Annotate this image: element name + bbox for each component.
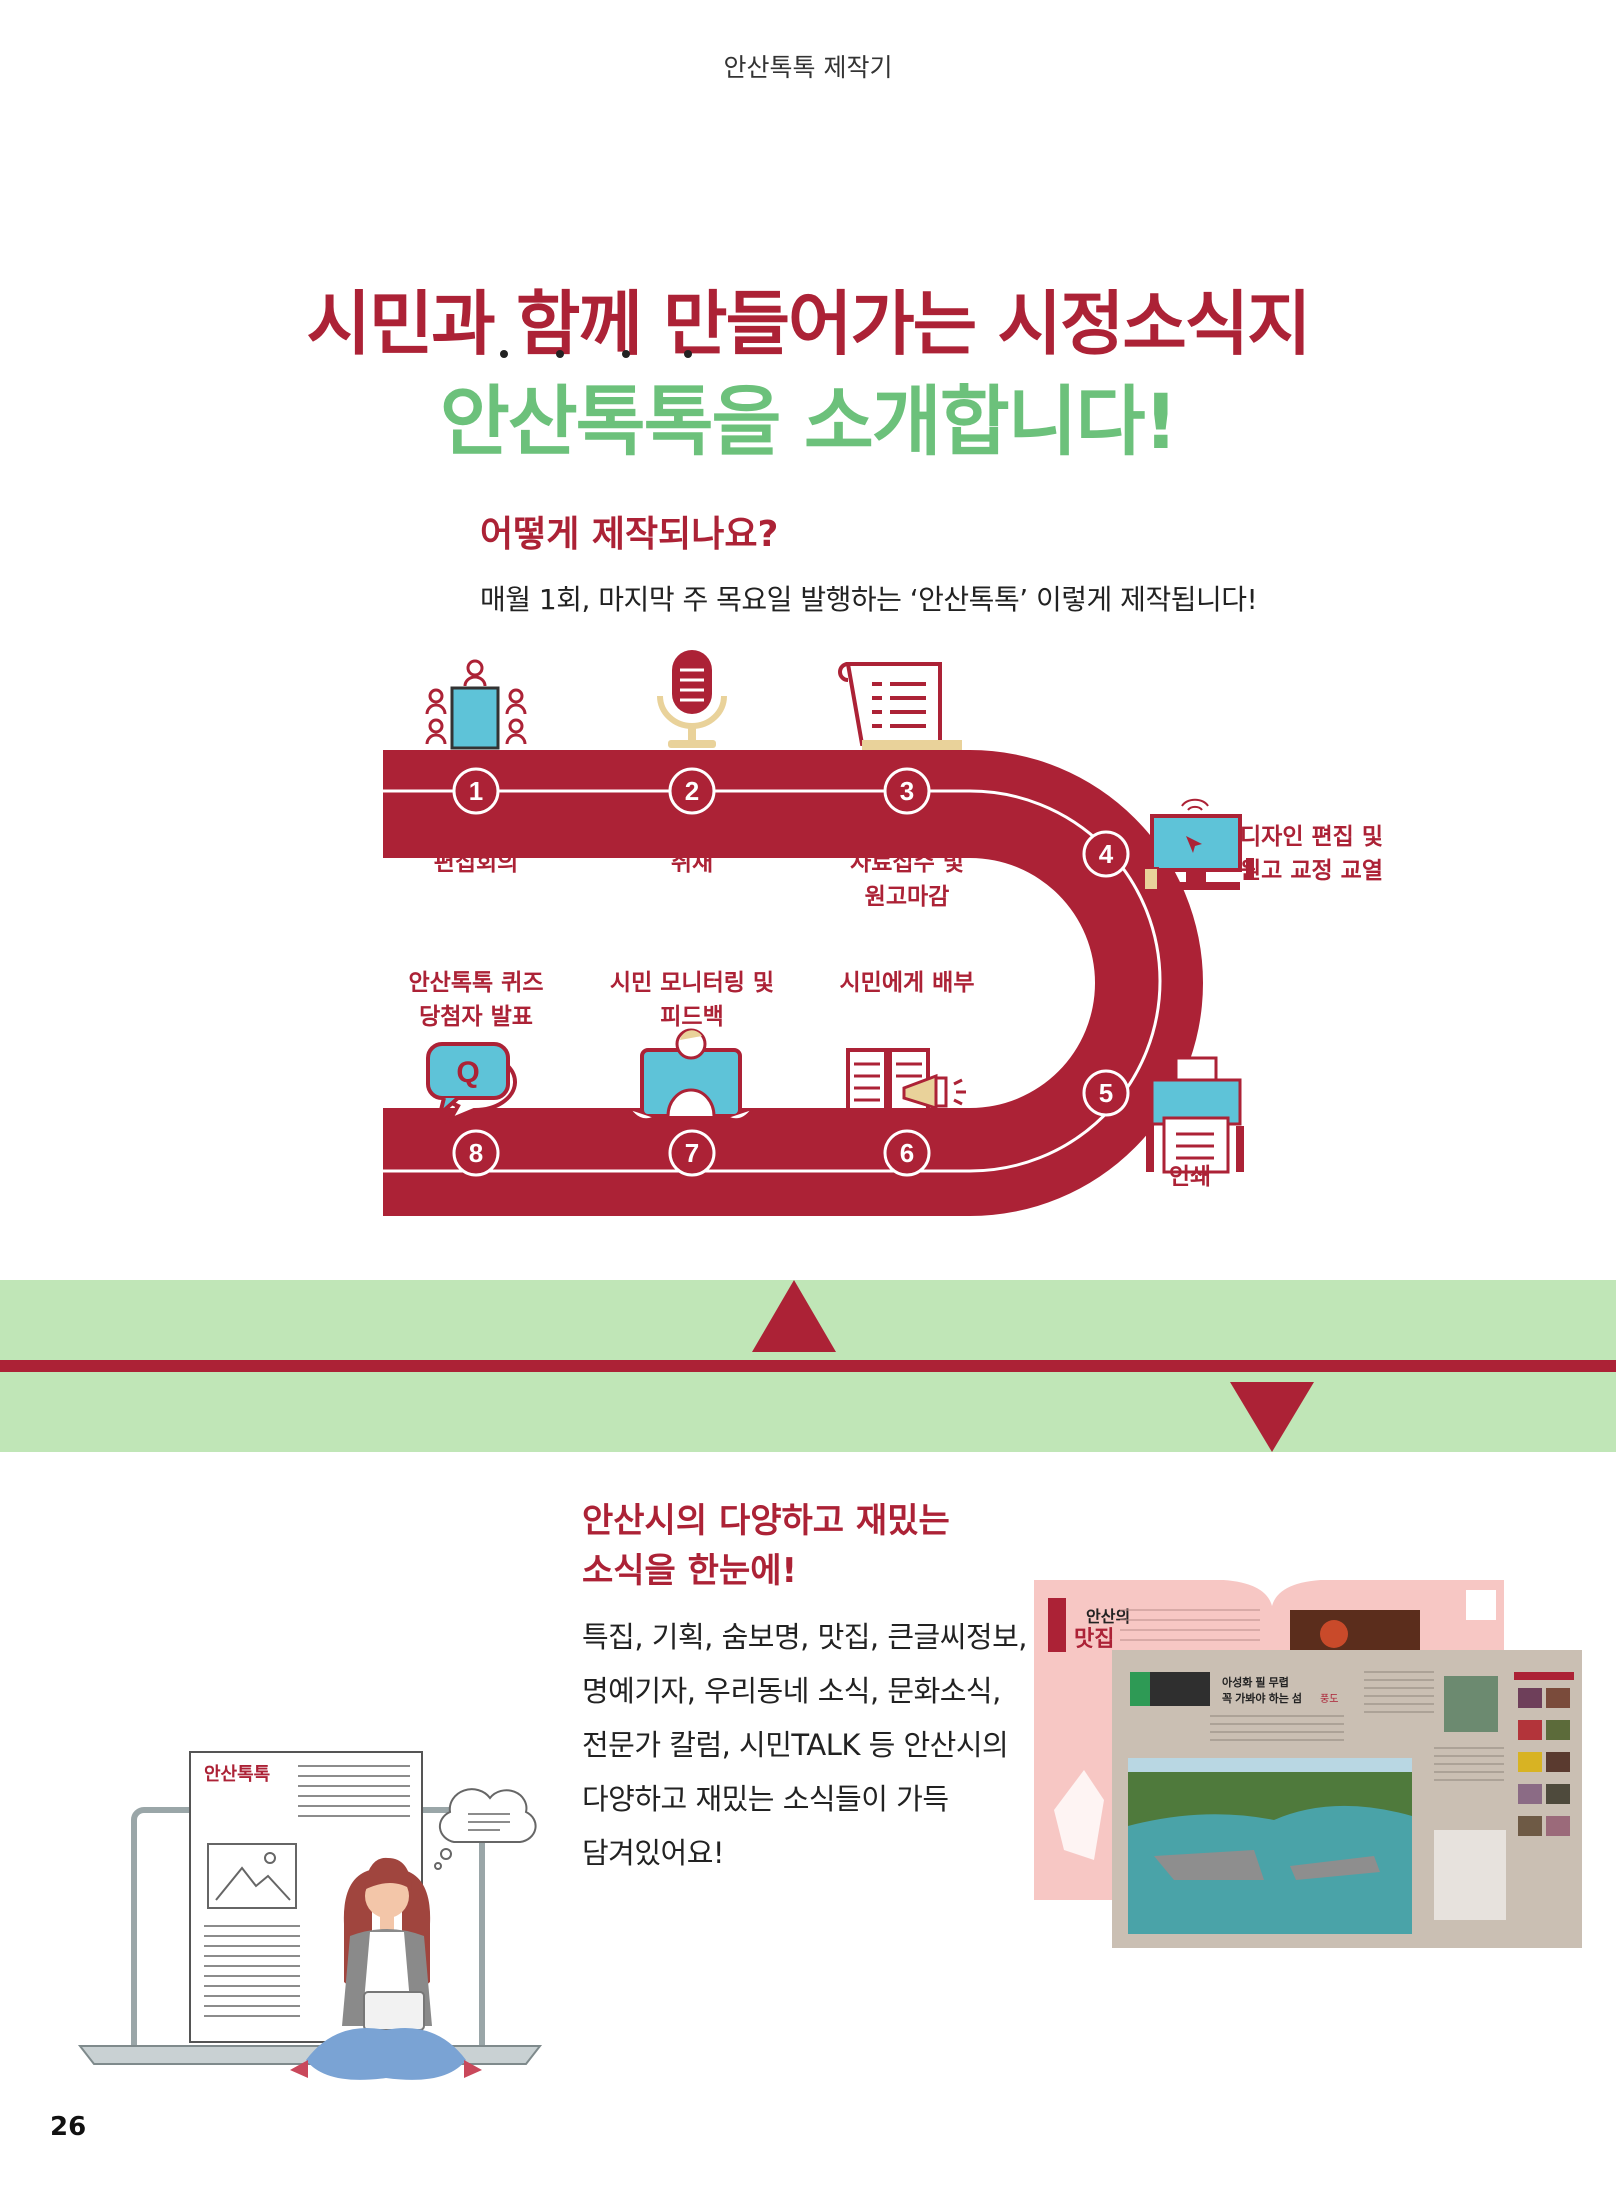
divider-band	[0, 1280, 1616, 1452]
step-number: 3	[900, 776, 914, 806]
step-marker-6	[883, 1129, 931, 1177]
news-section-title: 안산시의 다양하고 재밌는 소식을 한눈에!	[582, 1501, 950, 1591]
quiz-speech-icon: Q	[426, 1042, 517, 1125]
printer-icon	[1146, 1056, 1244, 1174]
step-number: 8	[469, 1138, 483, 1168]
news-section-body: 특집, 기획, 숨보명, 맛집, 큰글씨정보, 명예기자, 우리동네 소식, 문…	[582, 1620, 1028, 1870]
step-label-2: 취재	[670, 850, 714, 876]
meeting-icon	[425, 659, 527, 750]
reader-illustration: 안산톡톡	[77, 1751, 543, 2080]
step-label-5: 인쇄	[1168, 1164, 1212, 1190]
section-label: 안산톡톡 제작기	[723, 53, 893, 82]
step-number: 7	[685, 1138, 699, 1168]
headline-line-2: 안산톡톡을 소개합니다!	[439, 377, 1178, 466]
document-scroll-icon	[838, 662, 962, 750]
magazine-spread-image: 안산의 맛집 아성화 필 무렵 꼭 가봐야 하는 섬 풍도	[1034, 1580, 1582, 1948]
step-number: 1	[469, 776, 483, 806]
page-number: 26	[50, 2112, 87, 2142]
headline-line-1: 시민과 함께 만들어가는 시정소식지	[306, 283, 1311, 365]
step-marker-1	[452, 767, 500, 815]
step-label-1: 편집회의	[433, 850, 519, 876]
svg-text:Q: Q	[456, 1056, 479, 1089]
step-marker-3	[883, 767, 931, 815]
step-number: 5	[1099, 1078, 1113, 1108]
how-section-title: 어떻게 제작되나요?	[480, 514, 779, 555]
thought-bubble-icon	[438, 1788, 537, 1843]
emphasis-dot	[622, 350, 630, 358]
monitoring-icon	[628, 1028, 754, 1122]
newsletter-logo-text: 안산톡톡	[204, 1764, 270, 1784]
microphone-icon	[657, 650, 727, 748]
step-number: 6	[900, 1138, 914, 1168]
emphasis-dot	[500, 350, 508, 358]
step-number: 4	[1099, 839, 1114, 869]
how-section-description: 매월 1회, 마지막 주 목요일 발행하는 ‘안산톡톡’ 이렇게 제작됩니다!	[480, 583, 1258, 616]
book-megaphone-icon	[846, 1048, 966, 1112]
step-marker-2	[668, 767, 716, 815]
woman-figure	[290, 1857, 482, 2080]
emphasis-dot	[556, 350, 564, 358]
process-track-diagram: 1 2 3 4 5 6 7 8	[383, 650, 1254, 1216]
emphasis-dot	[684, 350, 692, 358]
step-label-6: 시민에게 배부	[839, 970, 975, 996]
step-marker-7	[668, 1129, 716, 1177]
laptop-icon	[363, 1991, 425, 2031]
step-marker-8	[452, 1129, 500, 1177]
image-placeholder-icon	[207, 1843, 297, 1909]
step-marker-5	[1082, 1069, 1130, 1117]
magazine-title-sub: 풍도	[1320, 1693, 1338, 1705]
magazine-badge-line-2: 맛집	[1074, 1626, 1114, 1651]
step-number: 2	[685, 776, 699, 806]
magazine-badge-line-1: 안산의	[1086, 1608, 1130, 1626]
magazine-title-line-1: 아성화 필 무렵	[1222, 1675, 1289, 1689]
down-arrow-icon	[1230, 1382, 1314, 1452]
computer-icon	[1143, 798, 1254, 891]
step-marker-4	[1082, 830, 1130, 878]
up-arrow-icon	[752, 1280, 836, 1352]
track-lane-line	[383, 789, 1162, 1173]
magazine-title-line-2: 꼭 가봐야 하는 섬	[1222, 1691, 1302, 1705]
